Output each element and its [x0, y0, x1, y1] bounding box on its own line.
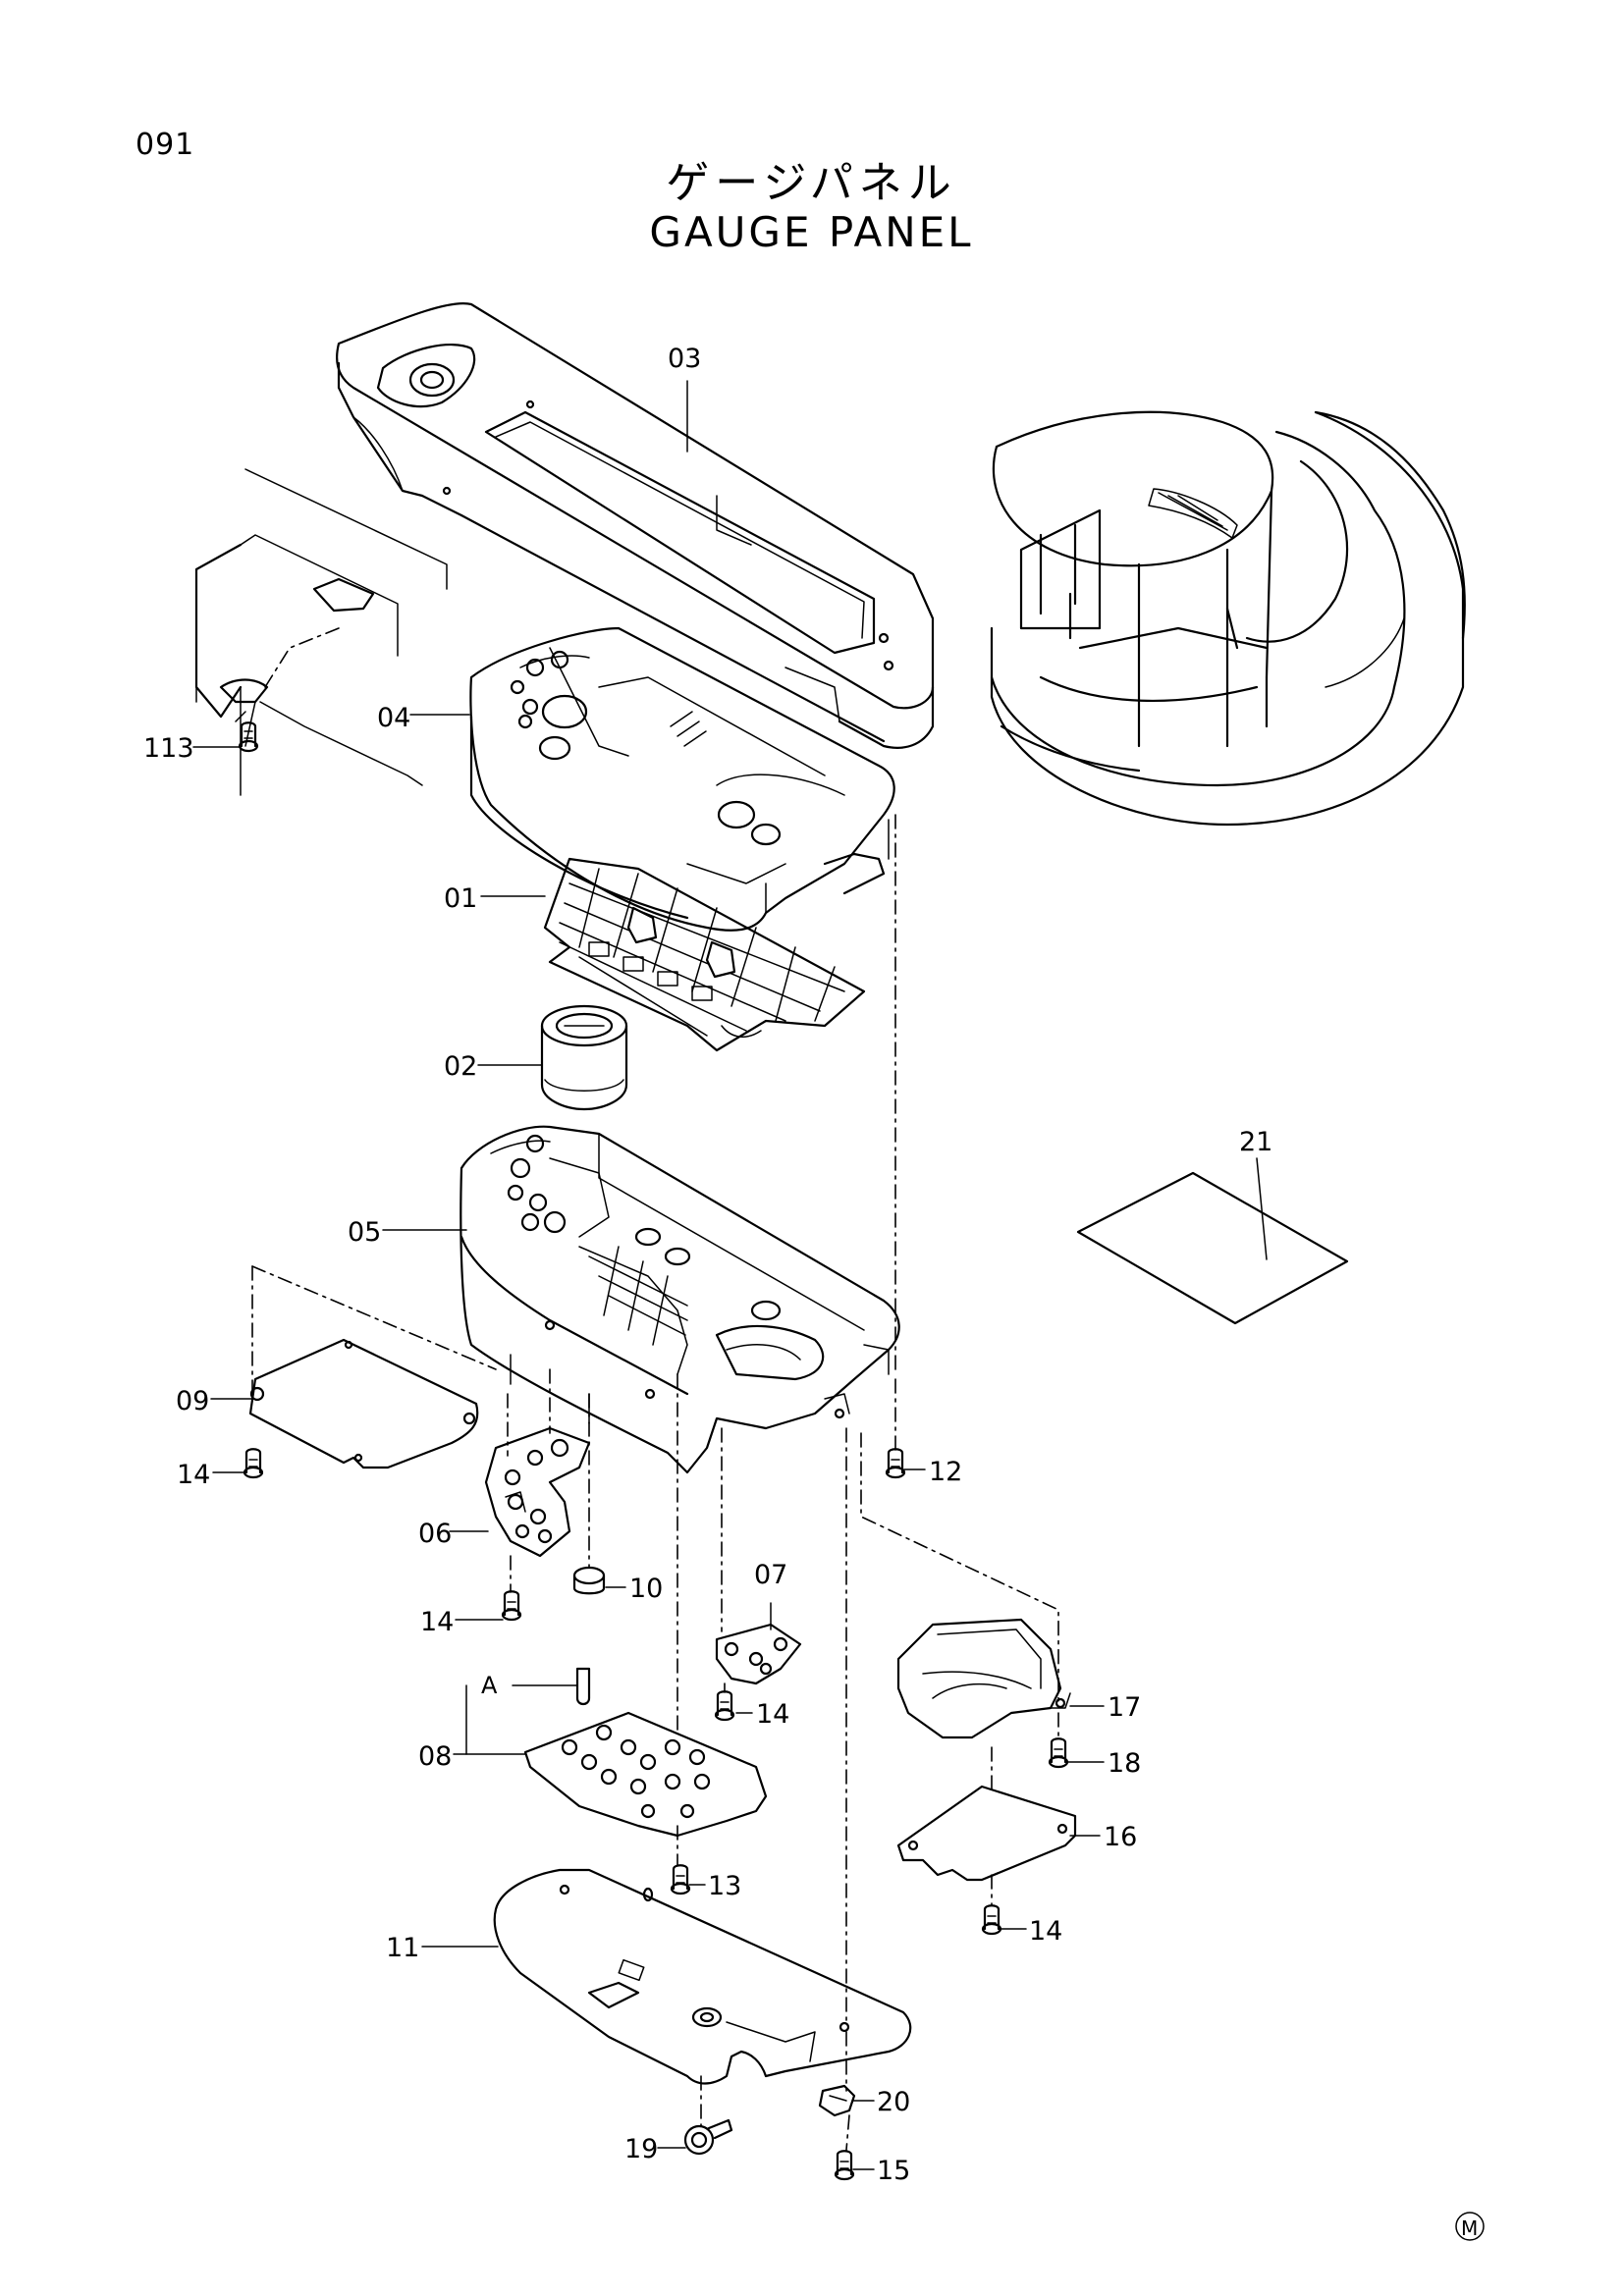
- callout-15: 15: [877, 2156, 910, 2186]
- title-english: GAUGE PANEL: [649, 208, 974, 256]
- callout-14-b: 14: [420, 1607, 454, 1637]
- screw-14-b: [501, 1590, 522, 1622]
- part-11-bottom-cover: [493, 1868, 912, 2085]
- leader-lines: [192, 380, 1268, 2170]
- callout-05: 05: [348, 1217, 381, 1248]
- maker-mark: M: [1455, 2212, 1485, 2241]
- callout-12: 12: [929, 1457, 962, 1487]
- assembly-lines: [251, 814, 1059, 2151]
- screw-15: [834, 2150, 855, 2181]
- part-17-bracket: [896, 1618, 1071, 1739]
- callout-03: 03: [668, 344, 701, 374]
- screw-14-c: [714, 1690, 735, 1722]
- callout-21: 21: [1239, 1127, 1272, 1157]
- callout-14-a: 14: [177, 1460, 210, 1490]
- maker-mark-letter: M: [1461, 2216, 1478, 2240]
- callout-labels: 03 04 01 02 05 09 14 06 10 14 07 14 A 08…: [143, 344, 1272, 2186]
- callout-16: 16: [1104, 1822, 1137, 1852]
- callout-14-d: 14: [1029, 1916, 1062, 1947]
- part-09-cover-plate: [248, 1338, 479, 1469]
- part-04-gauge-housing: [469, 626, 895, 932]
- part-06-pcb: [484, 1426, 591, 1558]
- callout-17: 17: [1108, 1692, 1141, 1723]
- part-16-plate: [896, 1785, 1077, 1882]
- callout-20: 20: [877, 2087, 910, 2117]
- screw-14-d: [981, 1904, 1002, 1936]
- screw-13: [670, 1864, 691, 1896]
- part-19-clamp: [683, 2118, 733, 2156]
- callout-113: 113: [143, 733, 194, 764]
- part-08-pcb: [523, 1667, 768, 1838]
- callout-07: 07: [754, 1560, 787, 1590]
- callout-14-c: 14: [756, 1699, 789, 1730]
- part-05-case: [460, 1125, 900, 1474]
- part-21-label: [1076, 1171, 1349, 1325]
- callout-01: 01: [444, 883, 477, 914]
- callout-09: 09: [176, 1386, 209, 1416]
- part-20-clip: [818, 2084, 856, 2117]
- screw-14-a: [243, 1448, 264, 1479]
- mounting-reference-frame: [194, 468, 448, 796]
- callout-13: 13: [708, 1871, 741, 1901]
- screw-18: [1048, 1737, 1069, 1769]
- cab-reference-view: [990, 410, 1466, 827]
- page-number: 091: [135, 128, 195, 162]
- callout-detail-a: A: [481, 1672, 498, 1699]
- screw-113: [238, 721, 259, 753]
- part-01-circuit-board: [543, 857, 866, 1052]
- callout-08: 08: [418, 1741, 452, 1772]
- callout-02: 02: [444, 1051, 477, 1082]
- part-03-top-cover: [336, 301, 935, 749]
- title-japanese: ゲージパネル: [666, 158, 957, 208]
- callout-18: 18: [1108, 1748, 1141, 1779]
- part-07-small-pcb: [715, 1623, 802, 1685]
- callout-19: 19: [624, 2134, 658, 2164]
- callout-10: 10: [629, 1574, 663, 1604]
- screw-12: [885, 1448, 906, 1479]
- callout-11: 11: [386, 1933, 419, 1963]
- callout-04: 04: [377, 703, 410, 733]
- part-02-gauge: [540, 1004, 628, 1111]
- callout-06: 06: [418, 1519, 452, 1549]
- part-10-grommet: [572, 1566, 606, 1595]
